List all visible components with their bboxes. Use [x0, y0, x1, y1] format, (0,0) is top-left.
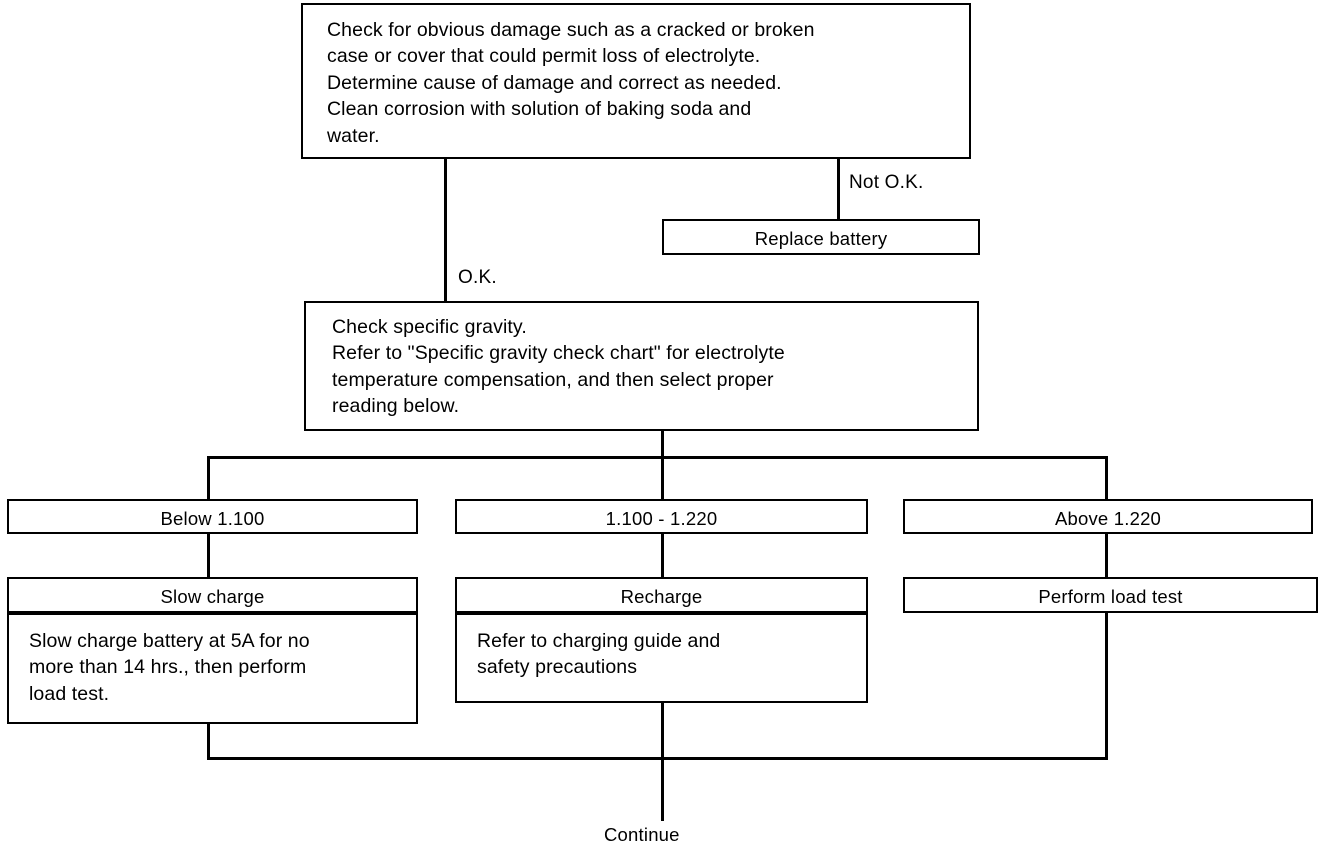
connector-continue-stem — [661, 757, 664, 821]
connector-not-ok — [837, 157, 840, 221]
connector-above-to-load-test — [1105, 533, 1108, 577]
connector-load-test-down — [1105, 612, 1108, 760]
node-range-above-text: Above 1.220 — [1054, 508, 1162, 529]
node-slow-charge-header-text: Slow charge — [160, 586, 265, 607]
edge-label-not-ok: Not O.K. — [849, 172, 924, 193]
node-check-specific-gravity: Check specific gravity. Refer to "Specif… — [304, 301, 979, 431]
node-recharge-body: Refer to charging guide and safety preca… — [455, 613, 868, 703]
connector-gravity-stem — [661, 430, 664, 459]
connector-below-to-slow-charge — [207, 533, 210, 577]
node-slow-charge-body-text: Slow charge battery at 5A for no more th… — [29, 630, 310, 705]
node-inspect-damage-text: Check for obvious damage such as a crack… — [327, 19, 815, 147]
terminal-continue: Continue — [604, 824, 680, 845]
node-recharge-header-text: Recharge — [620, 586, 703, 607]
connector-slow-charge-down — [207, 722, 210, 760]
edge-label-ok: O.K. — [458, 267, 497, 288]
node-inspect-damage: Check for obvious damage such as a crack… — [301, 3, 971, 159]
node-replace-battery-text: Replace battery — [754, 228, 888, 249]
node-range-above: Above 1.220 — [903, 499, 1313, 534]
node-recharge-header: Recharge — [455, 577, 868, 613]
connector-split-left — [207, 456, 210, 501]
node-recharge-body-text: Refer to charging guide and safety preca… — [477, 630, 721, 679]
connector-split-bar — [207, 456, 1108, 459]
node-perform-load-test-text: Perform load test — [1038, 586, 1183, 607]
node-range-middle: 1.100 - 1.220 — [455, 499, 868, 534]
node-range-middle-text: 1.100 - 1.220 — [605, 508, 718, 529]
connector-ok — [444, 157, 447, 303]
connector-split-middle — [661, 456, 664, 501]
node-replace-battery: Replace battery — [662, 219, 980, 255]
node-perform-load-test: Perform load test — [903, 577, 1318, 613]
connector-middle-to-recharge — [661, 533, 664, 577]
node-range-below-text: Below 1.100 — [160, 508, 265, 529]
connector-recharge-down — [661, 701, 664, 760]
node-range-below: Below 1.100 — [7, 499, 418, 534]
connector-split-right — [1105, 456, 1108, 501]
node-slow-charge-body: Slow charge battery at 5A for no more th… — [7, 613, 418, 724]
node-slow-charge-header: Slow charge — [7, 577, 418, 613]
connector-merge-bar — [207, 757, 1108, 760]
node-check-specific-gravity-text: Check specific gravity. Refer to "Specif… — [332, 316, 785, 418]
